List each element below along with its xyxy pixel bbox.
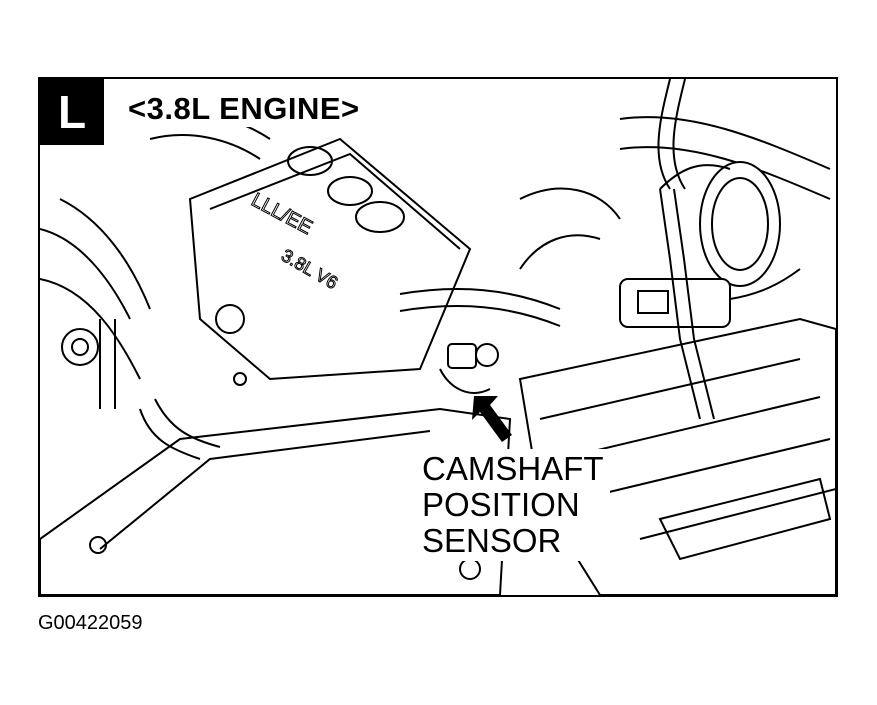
callout-arrow — [472, 396, 512, 442]
sensor-callout-label: CAMSHAFT POSITION SENSOR — [416, 449, 610, 561]
callout-line-1: CAMSHAFT — [422, 450, 604, 487]
section-badge: L — [40, 79, 104, 145]
diagram-frame: LLL/EE 3.8L V6 — [38, 77, 838, 597]
diagram-title: <3.8L ENGINE> — [124, 91, 364, 127]
callout-line-2: POSITION — [422, 486, 580, 523]
callout-line-3: SENSOR — [422, 522, 562, 559]
figure-id: G00422059 — [38, 612, 143, 634]
